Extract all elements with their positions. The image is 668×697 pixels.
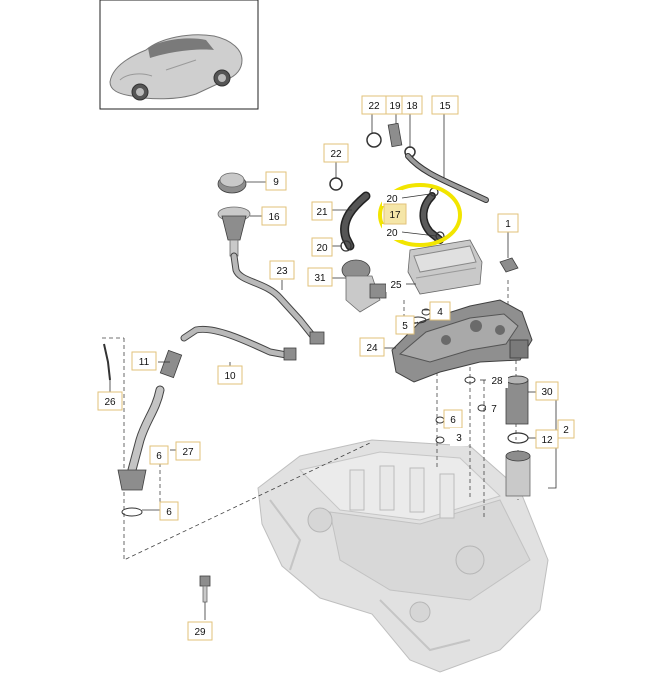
label-20-left: 20 (311, 237, 333, 257)
oring-6 (121, 507, 143, 517)
highlight-ring (378, 183, 462, 247)
engine-block (257, 439, 549, 673)
bolt-29 (199, 575, 211, 603)
label-16: 16 (261, 206, 287, 226)
svg-text:28: 28 (491, 376, 503, 387)
label-2: 2 (557, 419, 575, 439)
label-25: 25 (386, 276, 406, 292)
label-22-top: 22 (361, 95, 387, 115)
svg-text:2: 2 (563, 425, 569, 436)
label-28: 28 (486, 372, 508, 388)
svg-text:23: 23 (276, 266, 288, 277)
label-21: 21 (311, 201, 333, 221)
label-18: 18 (401, 95, 423, 115)
svg-text:25: 25 (390, 280, 402, 291)
svg-text:11: 11 (139, 357, 150, 368)
svg-text:30: 30 (541, 387, 553, 398)
svg-text:17: 17 (389, 210, 401, 221)
svg-text:1: 1 (505, 219, 511, 230)
oring-12 (507, 432, 529, 444)
svg-text:9: 9 (273, 177, 279, 188)
label-11: 11 (131, 351, 157, 371)
svg-text:29: 29 (194, 627, 206, 638)
label-12: 12 (535, 429, 559, 449)
label-1: 1 (497, 213, 519, 233)
svg-text:19: 19 (389, 101, 401, 112)
clip-26 (103, 343, 111, 381)
car-thumbnail (99, 0, 259, 110)
label-17: 17 (383, 203, 407, 225)
breather-hose-23 (230, 252, 325, 345)
hose-15 (405, 153, 489, 203)
hose-19 (387, 122, 403, 148)
svg-text:6: 6 (166, 507, 172, 518)
label-27: 27 (175, 441, 201, 461)
svg-text:20: 20 (316, 243, 328, 254)
label-26: 26 (97, 391, 123, 411)
svg-text:27: 27 (182, 447, 194, 458)
svg-text:16: 16 (268, 212, 280, 223)
label-20-upper: 20 (382, 190, 402, 206)
hose-17 (419, 187, 445, 244)
svg-text:15: 15 (439, 101, 451, 112)
svg-text:12: 12 (541, 435, 553, 446)
svg-text:20: 20 (386, 228, 398, 239)
car-icon (109, 34, 243, 101)
connector-11 (159, 349, 183, 379)
svg-text:10: 10 (224, 371, 236, 382)
component-31 (341, 259, 387, 313)
pipe-27 (117, 385, 165, 491)
svg-text:18: 18 (406, 101, 418, 112)
oil-filter-30 (505, 375, 529, 425)
svg-text:7: 7 (491, 404, 497, 415)
hose-10 (180, 325, 297, 361)
filter-housing-2 (505, 450, 531, 497)
label-6-lower: 6 (159, 501, 179, 521)
svg-text:26: 26 (104, 397, 116, 408)
sensor-1 (499, 257, 519, 273)
label-19: 19 (385, 95, 405, 115)
oil-filler-cap (217, 172, 247, 194)
svg-text:31: 31 (314, 273, 326, 284)
oil-cooler-25 (407, 239, 483, 295)
label-23: 23 (269, 260, 295, 280)
label-29: 29 (187, 621, 213, 641)
label-20-lower: 20 (382, 224, 402, 240)
svg-text:6: 6 (450, 415, 456, 426)
svg-text:5: 5 (402, 321, 408, 332)
housing-24 (391, 299, 533, 383)
label-10: 10 (217, 365, 243, 385)
hose-21 (340, 191, 371, 251)
label-15: 15 (431, 95, 459, 115)
label-22-mid: 22 (323, 143, 349, 163)
label-31: 31 (307, 267, 333, 287)
clamp-22-mid (329, 177, 343, 191)
label-5: 5 (395, 315, 415, 335)
label-9: 9 (265, 171, 287, 191)
svg-text:3: 3 (456, 433, 462, 444)
svg-text:4: 4 (437, 307, 443, 318)
label-6-right: 6 (443, 409, 463, 429)
svg-text:21: 21 (316, 207, 328, 218)
filler-neck (217, 206, 251, 257)
label-6-upper: 6 (149, 445, 169, 465)
clamp-22-top (366, 132, 382, 148)
svg-text:6: 6 (156, 451, 162, 462)
label-30: 30 (535, 381, 559, 401)
label-7: 7 (486, 400, 502, 416)
svg-text:24: 24 (366, 343, 378, 354)
label-24: 24 (359, 337, 385, 357)
label-4: 4 (429, 301, 451, 321)
svg-text:22: 22 (368, 101, 380, 112)
svg-text:20: 20 (386, 194, 398, 205)
label-3: 3 (450, 428, 468, 446)
svg-text:22: 22 (330, 149, 342, 160)
